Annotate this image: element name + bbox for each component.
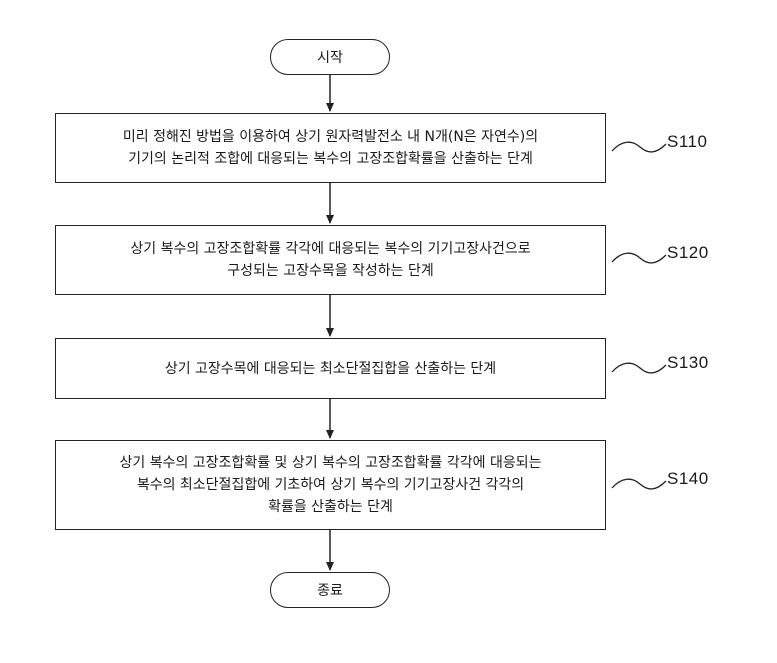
step-box-s140: 상기 복수의 고장조합확률 및 상기 복수의 고장조합확률 각각에 대응되는 복… (55, 440, 606, 530)
step-text-line: 복수의 최소단절집합에 기초하여 상기 복수의 기기고장사건 각각의 (136, 477, 525, 493)
end-label: 종료 (317, 583, 343, 599)
end-terminal: 종료 (270, 572, 390, 608)
step-text-line: 상기 복수의 고장조합확률 각각에 대응되는 복수의 기기고장사건으로 (130, 241, 531, 257)
step-id-s140: S140 (667, 469, 709, 488)
start-terminal: 시작 (270, 39, 390, 75)
leader-line-s140 (611, 478, 667, 490)
step-text-line: 기기의 논리적 조합에 대응되는 복수의 고장조합확률을 산출하는 단계 (128, 151, 533, 167)
start-label: 시작 (317, 50, 343, 66)
step-id-s110: S110 (667, 132, 708, 151)
step-text-line: 상기 복수의 고장조합확률 및 상기 복수의 고장조합확률 각각에 대응되는 (119, 455, 542, 471)
step-box-s120: 상기 복수의 고장조합확률 각각에 대응되는 복수의 기기고장사건으로 구성되는… (55, 225, 606, 295)
step-text-line: 상기 고장수목에 대응되는 최소단절집합을 산출하는 단계 (164, 360, 497, 377)
leader-line-s110 (611, 141, 667, 153)
step-text-line: 구성되는 고장수목을 작성하는 단계 (227, 263, 434, 279)
step-text-line: 확률을 산출하는 단계 (268, 499, 393, 515)
step-box-s110: 미리 정해진 방법을 이용하여 상기 원자력발전소 내 N개(N은 자연수)의 … (55, 113, 606, 183)
step-id-s130: S130 (667, 353, 709, 372)
step-text-line: 미리 정해진 방법을 이용하여 상기 원자력발전소 내 N개(N은 자연수)의 (122, 129, 539, 145)
leader-line-s130 (611, 362, 667, 374)
step-id-s120: S120 (667, 243, 709, 262)
step-box-s130: 상기 고장수목에 대응되는 최소단절집합을 산출하는 단계 (55, 338, 606, 399)
leader-line-s120 (611, 252, 667, 264)
